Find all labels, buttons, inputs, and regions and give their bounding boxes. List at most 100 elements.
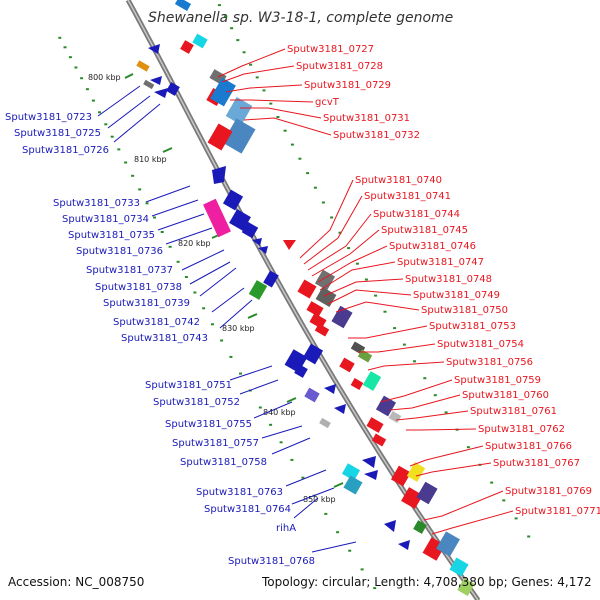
gene-0726	[154, 88, 168, 98]
gene-0734	[203, 198, 231, 238]
guide-dot	[229, 355, 233, 358]
guide-dot	[168, 245, 172, 248]
gene-label-left: Sputw3181_0742	[113, 317, 200, 328]
leader-line	[217, 48, 286, 78]
guide-dot	[239, 372, 242, 375]
guide-dot	[324, 512, 328, 515]
tick-840: 840 kbp	[263, 397, 297, 417]
gene-0737	[241, 221, 259, 239]
guide-dot	[230, 27, 234, 30]
guide-dot	[91, 99, 95, 102]
gene-cyan-1	[192, 33, 208, 49]
guide-dot	[131, 174, 135, 177]
guide-dot	[364, 278, 368, 281]
gene-label-left: Sputw3181_0768	[228, 556, 315, 567]
gene-0767	[390, 465, 412, 487]
gene-0761	[366, 417, 384, 433]
genes-forward	[174, 0, 475, 597]
tick-label-810: 810 kbp	[134, 155, 167, 164]
gene-0741	[297, 279, 317, 299]
gene-0757	[334, 404, 346, 414]
guide-dot	[223, 15, 227, 18]
leader-line	[299, 179, 354, 259]
leader-line	[293, 497, 319, 519]
tick-label-800: 800 kbp	[88, 73, 121, 82]
gene-0736	[229, 209, 251, 231]
guide-dot	[330, 216, 334, 219]
gene-0755b	[324, 384, 336, 394]
gene-label-right: Sputw3181_0762	[478, 424, 565, 435]
leader-line	[307, 213, 372, 271]
gene-0738	[252, 238, 262, 246]
leader-line	[189, 261, 231, 285]
guide-dot	[217, 4, 221, 7]
leader-line	[415, 462, 492, 477]
gene-0752	[294, 364, 308, 378]
guide-dot	[383, 310, 387, 313]
gene-0732	[222, 118, 256, 154]
guide-dot	[502, 499, 506, 502]
leader-line	[423, 490, 504, 521]
gene-label-left: Sputw3181_0764	[204, 504, 291, 515]
gene-0762	[388, 411, 402, 423]
gene-labels-right: Sputw3181_0727Sputw3181_0728Sputw3181_07…	[287, 44, 600, 517]
gene-0758	[319, 417, 331, 429]
gene-label-right: Sputw3181_0759	[454, 375, 541, 386]
gene-label-left: Sputw3181_0726	[22, 145, 109, 156]
gene-rihA	[362, 456, 376, 468]
gene-label-right: Sputw3181_0760	[462, 390, 549, 401]
leader-line	[319, 261, 396, 291]
leader-line	[389, 394, 461, 411]
gene-0732b	[207, 123, 233, 151]
gene-0749	[314, 323, 330, 337]
leader-line	[348, 325, 428, 339]
guide-dot	[373, 587, 377, 590]
gene-0760	[375, 395, 397, 417]
leader-line	[151, 199, 199, 217]
leader-line	[211, 287, 245, 313]
gene-0756	[362, 371, 382, 391]
guide-dot	[58, 36, 62, 39]
gene-0725	[150, 76, 162, 85]
guide-dot	[374, 294, 378, 297]
guide-dot	[104, 123, 108, 126]
tick-label-840: 840 kbp	[263, 408, 296, 417]
gene-label-left: Sputw3181_0737	[86, 265, 173, 276]
gene-0753	[357, 349, 373, 363]
gene-0768	[398, 540, 410, 550]
gene-label-left: Sputw3181_0763	[196, 487, 283, 498]
gene-label-right: Sputw3181_0727	[287, 44, 374, 55]
guide-dot	[290, 143, 294, 146]
guide-dot	[338, 231, 342, 234]
gene-gcvT	[210, 77, 236, 107]
guide-dot	[269, 423, 273, 426]
leader-line	[327, 289, 412, 305]
guide-dot	[249, 63, 253, 66]
gene-0740	[283, 240, 296, 250]
genes-reverse	[136, 44, 410, 550]
guide-dot	[262, 89, 266, 92]
leader-line	[157, 213, 205, 231]
gene-label-right: Sputw3181_0740	[355, 175, 442, 186]
gene-0743	[263, 270, 279, 288]
gene-label-left: Sputw3181_0736	[76, 246, 163, 257]
gene-0754	[339, 357, 355, 373]
gene-label-right: Sputw3181_0761	[470, 406, 557, 417]
tick-810: 810 kbp	[134, 147, 173, 164]
leader-lines-right	[217, 48, 514, 535]
leader-lines-left	[97, 85, 357, 553]
gene-0769	[401, 487, 423, 509]
leader-line	[303, 195, 363, 265]
guide-dot	[301, 476, 305, 479]
leader-line	[199, 267, 237, 297]
gene-label-right: Sputw3181_0766	[485, 441, 572, 452]
leader-line	[261, 425, 303, 439]
guide-dot	[220, 339, 224, 342]
gene-0739	[258, 246, 268, 254]
guide-dot	[80, 77, 84, 80]
gene-yellow	[406, 462, 426, 482]
leader-line	[229, 365, 273, 381]
gene-0771	[413, 520, 427, 534]
gene-0751b	[302, 343, 324, 365]
guide-dot	[138, 188, 142, 191]
